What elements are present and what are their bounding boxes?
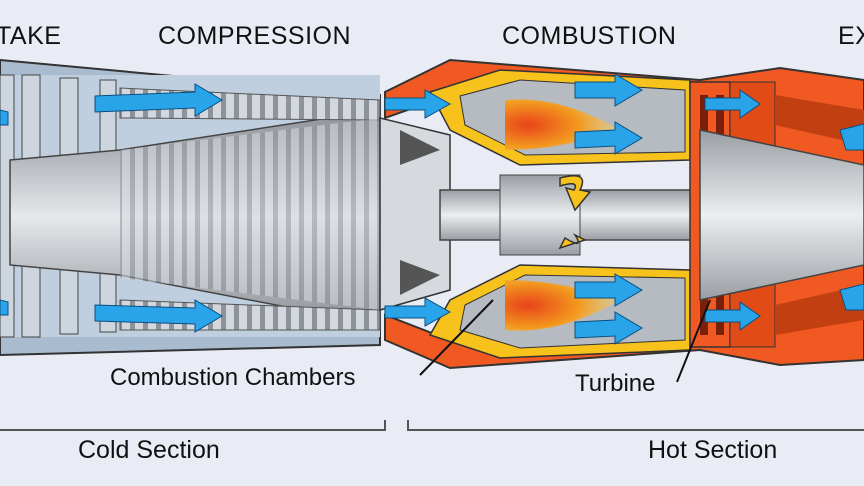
arrow-right-icon [384,89,452,119]
stage-label-combustion: COMBUSTION [502,22,677,50]
arrow-right-icon [574,273,643,307]
section-brackets [0,420,864,431]
arrow-right-icon [0,109,9,126]
arrow-right-icon [839,123,864,151]
section-label-hot: Hot Section [648,436,778,464]
stage-label-compression: COMPRESSION [158,22,352,50]
arrow-right-icon [574,73,643,107]
arrow-right-icon [94,83,223,117]
airflow-arrows [0,73,864,345]
stage-label-intake: TAKE [0,22,62,50]
hot-section-bracket [407,420,864,431]
stage-label-exhaust: EX [838,22,864,50]
arrow-right-icon [574,121,643,155]
arrow-right-icon [839,283,864,311]
callout-leaders [419,299,711,383]
arrow-right-icon [704,89,761,119]
callout-turbine: Turbine [575,370,656,397]
rotation-arrows-icon [558,175,592,250]
combustor-top [428,69,691,166]
arrow-right-icon [574,311,643,345]
cold-section-bracket [0,420,386,431]
arrow-right-icon [0,299,9,316]
turbine-leader [676,299,711,383]
callout-combustion-chambers: Combustion Chambers [110,364,356,391]
section-label-cold: Cold Section [78,436,220,464]
arrow-right-icon [704,301,761,331]
combustor-bottom [428,264,691,359]
combustion-chambers-leader [419,299,494,376]
arrow-right-icon [94,299,223,333]
arrow-right-icon [384,297,452,327]
